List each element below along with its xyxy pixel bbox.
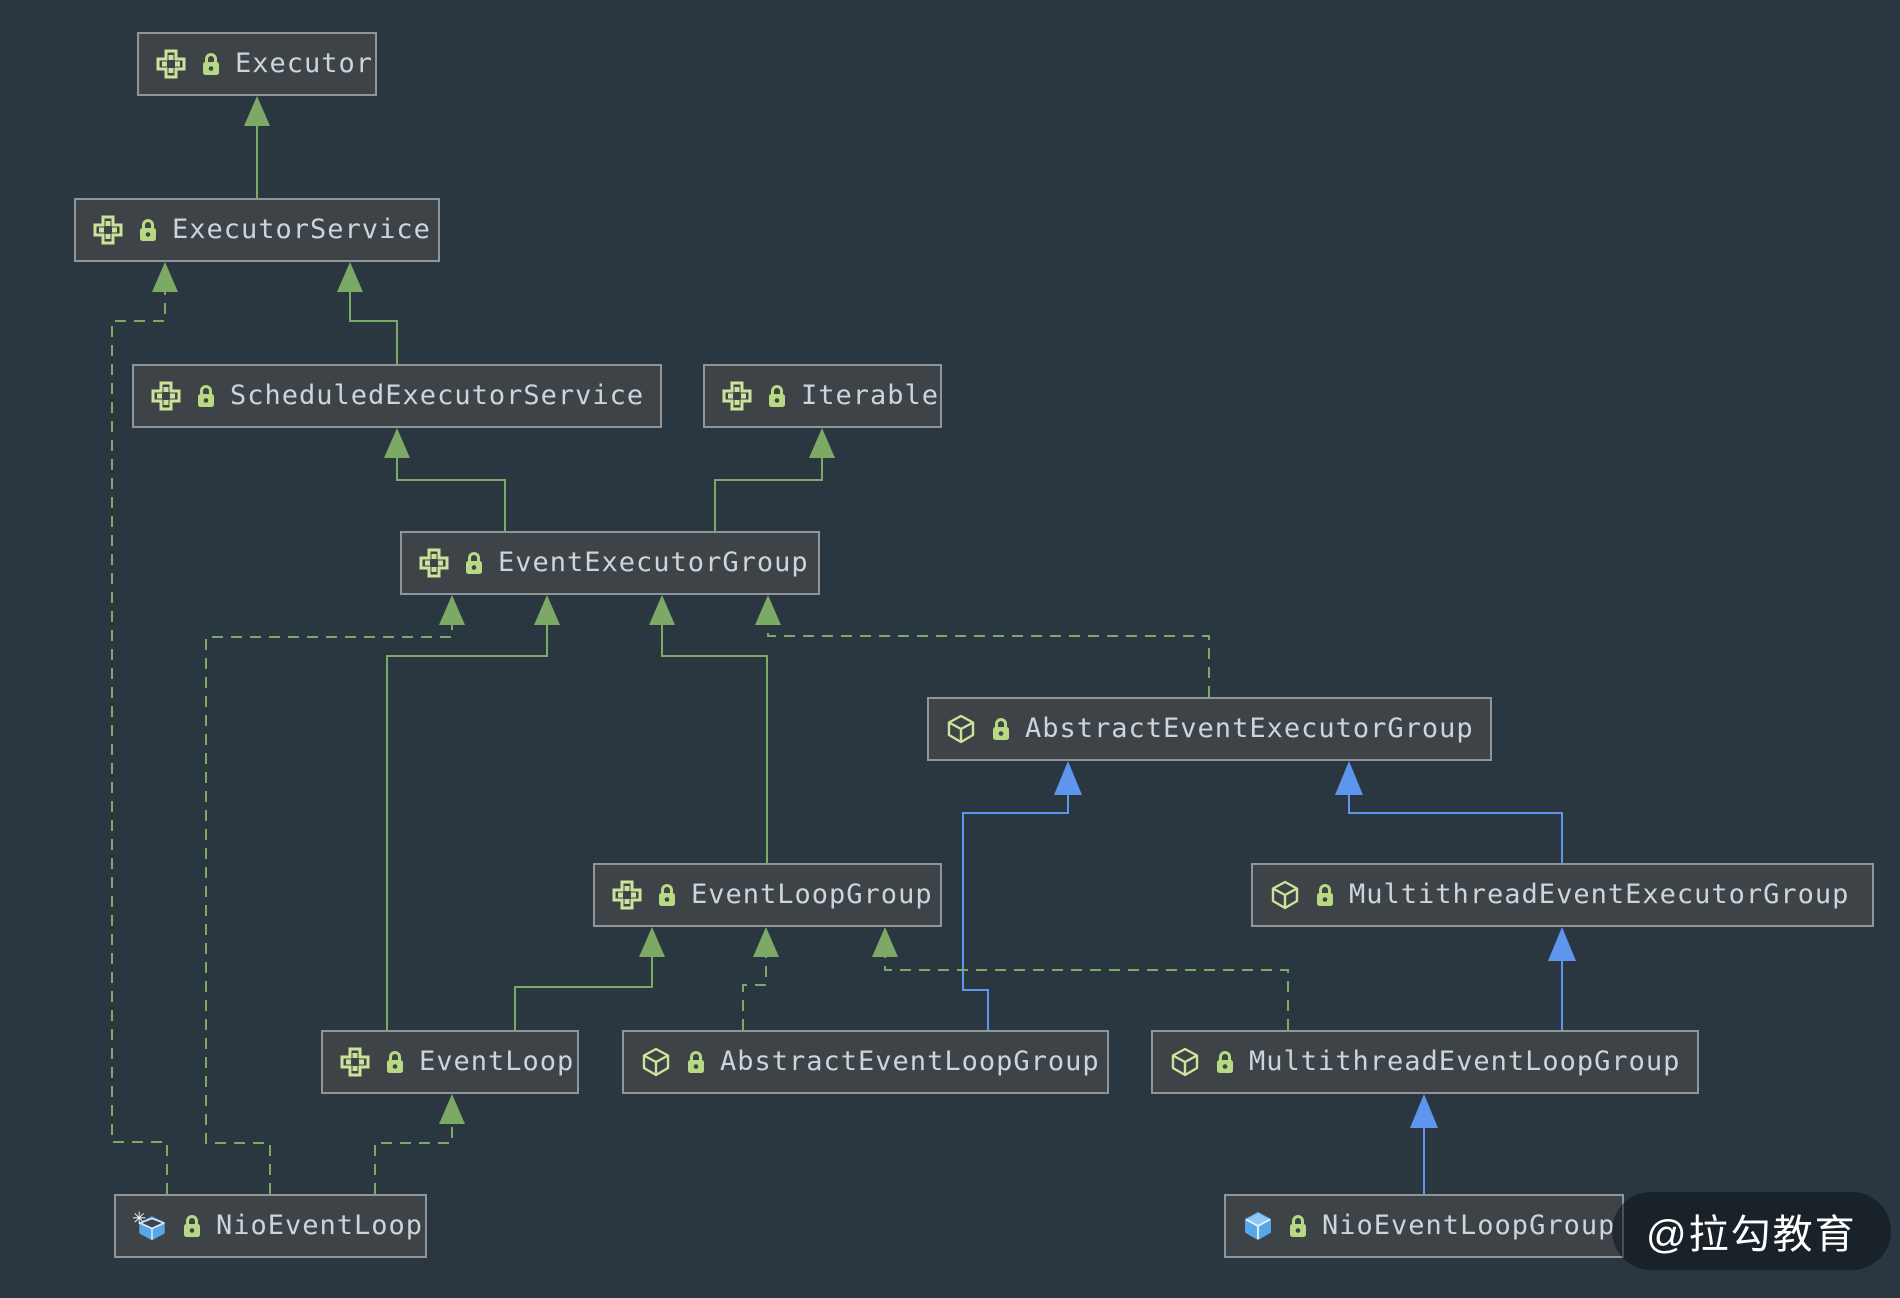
inheritance-arrowhead-event-loop-group-to-event-executor-group [649,595,675,625]
inheritance-arrowhead-scheduled-executor-service-to-executor-service [337,262,363,292]
inheritance-arrowhead-abstract-event-loop-group-to-abstract-event-executor-group [1054,761,1082,795]
node-label: ExecutorService [172,213,431,245]
node-abstract-event-loop-group[interactable]: AbstractEventLoopGroup [622,1030,1109,1094]
node-label: MultithreadEventLoopGroup [1249,1045,1681,1077]
edge-event-executor-group-to-iterable [714,458,823,531]
lock-icon [463,549,485,577]
svg-text:✳: ✳ [132,1210,147,1229]
node-iterable[interactable]: Iterable [703,364,942,428]
node-event-loop-group[interactable]: EventLoopGroup [593,863,942,927]
inheritance-arrowhead-event-executor-group-to-iterable [809,428,835,458]
watermark-badge: @拉勾教育 [1612,1192,1891,1270]
edge-abstract-event-loop-group-to-event-loop-group [742,957,767,1030]
node-scheduled-executor-service[interactable]: ScheduledExecutorService [132,364,662,428]
lock-icon [685,1048,707,1076]
edge-nio-event-loop-to-executor-service [111,292,168,1194]
edge-event-loop-to-event-loop-group [514,957,653,1030]
edge-multithread-event-executor-group-to-abstract-event-executor-group [1348,795,1563,863]
interface-icon [155,48,187,80]
edge-event-executor-group-to-scheduled-executor-service [396,458,506,531]
node-event-executor-group[interactable]: EventExecutorGroup [400,531,820,595]
interface-icon [92,214,124,246]
class-icon [640,1046,672,1078]
lock-icon [384,1048,406,1076]
node-label: EventLoop [419,1045,575,1077]
node-nio-event-loop[interactable]: ✳ NioEventLoop [114,1194,427,1258]
node-event-loop[interactable]: EventLoop [321,1030,579,1094]
edge-nio-event-loop-to-event-loop [374,1124,453,1194]
inheritance-arrowhead-nio-event-loop-group-to-multithread-event-loop-group [1410,1094,1438,1128]
lock-icon [766,382,788,410]
lock-icon [1214,1048,1236,1076]
node-nio-event-loop-group[interactable]: NioEventLoopGroup [1224,1194,1624,1258]
inheritance-arrowhead-event-executor-group-to-scheduled-executor-service [384,428,410,458]
inheritance-arrowhead-abstract-event-loop-group-to-event-loop-group [753,927,779,957]
node-abstract-event-executor-group[interactable]: AbstractEventExecutorGroup [927,697,1492,761]
node-executor[interactable]: Executor [137,32,377,96]
edge-abstract-event-loop-group-to-abstract-event-executor-group [962,795,1069,1030]
node-multithread-event-executor-group[interactable]: MultithreadEventExecutorGroup [1251,863,1874,927]
inheritance-arrowhead-nio-event-loop-to-executor-service [152,262,178,292]
node-label: Executor [235,47,374,79]
edge-abstract-event-executor-group-to-event-executor-group [767,625,1210,697]
inheritance-arrowhead-multithread-event-loop-group-to-event-loop-group [872,927,898,957]
class-icon [1169,1046,1201,1078]
edge-nio-event-loop-to-event-executor-group [205,625,453,1194]
lock-icon [137,216,159,244]
inheritance-arrowhead-event-loop-to-event-executor-group [534,595,560,625]
node-label: ScheduledExecutorService [230,379,645,411]
lock-icon [200,50,222,78]
lock-icon [181,1212,203,1240]
inheritance-arrowhead-nio-event-loop-to-event-loop [439,1094,465,1124]
lock-icon [195,382,217,410]
inheritance-arrowhead-multithread-event-loop-group-to-multithread-event-executor-group [1548,927,1576,961]
edge-event-loop-to-event-executor-group [386,625,548,1030]
lock-icon [1314,881,1336,909]
node-label: EventExecutorGroup [498,546,809,578]
interface-icon [721,380,753,412]
interface-icon [339,1046,371,1078]
node-label: Iterable [801,379,940,411]
interface-icon [611,879,643,911]
class-icon [945,713,977,745]
node-label: NioEventLoop [216,1209,424,1241]
nio-class-icon [1242,1210,1274,1242]
node-label: MultithreadEventExecutorGroup [1349,878,1850,910]
lock-icon [656,881,678,909]
lock-icon [990,715,1012,743]
inheritance-arrowhead-abstract-event-executor-group-to-event-executor-group [755,595,781,625]
edge-event-loop-group-to-event-executor-group [661,625,768,863]
node-label: AbstractEventLoopGroup [720,1045,1100,1077]
node-multithread-event-loop-group[interactable]: MultithreadEventLoopGroup [1151,1030,1699,1094]
inheritance-arrowhead-multithread-event-executor-group-to-abstract-event-executor-group [1335,761,1363,795]
inheritance-arrowhead-executor-service-to-executor [244,96,270,126]
interface-icon [150,380,182,412]
edge-multithread-event-loop-group-to-event-loop-group [884,957,1289,1030]
node-label: AbstractEventExecutorGroup [1025,712,1474,744]
inheritance-arrowhead-nio-event-loop-to-event-executor-group [439,595,465,625]
node-executor-service[interactable]: ExecutorService [74,198,440,262]
class-icon [1269,879,1301,911]
inheritance-arrowhead-event-loop-to-event-loop-group [639,927,665,957]
node-label: NioEventLoopGroup [1322,1209,1616,1241]
interface-icon [418,547,450,579]
lock-icon [1287,1212,1309,1240]
watermark-text: @拉勾教育 [1646,1213,1857,1257]
node-label: EventLoopGroup [691,878,933,910]
edge-scheduled-executor-service-to-executor-service [349,292,398,364]
nio-final-class-icon: ✳ [132,1210,168,1242]
